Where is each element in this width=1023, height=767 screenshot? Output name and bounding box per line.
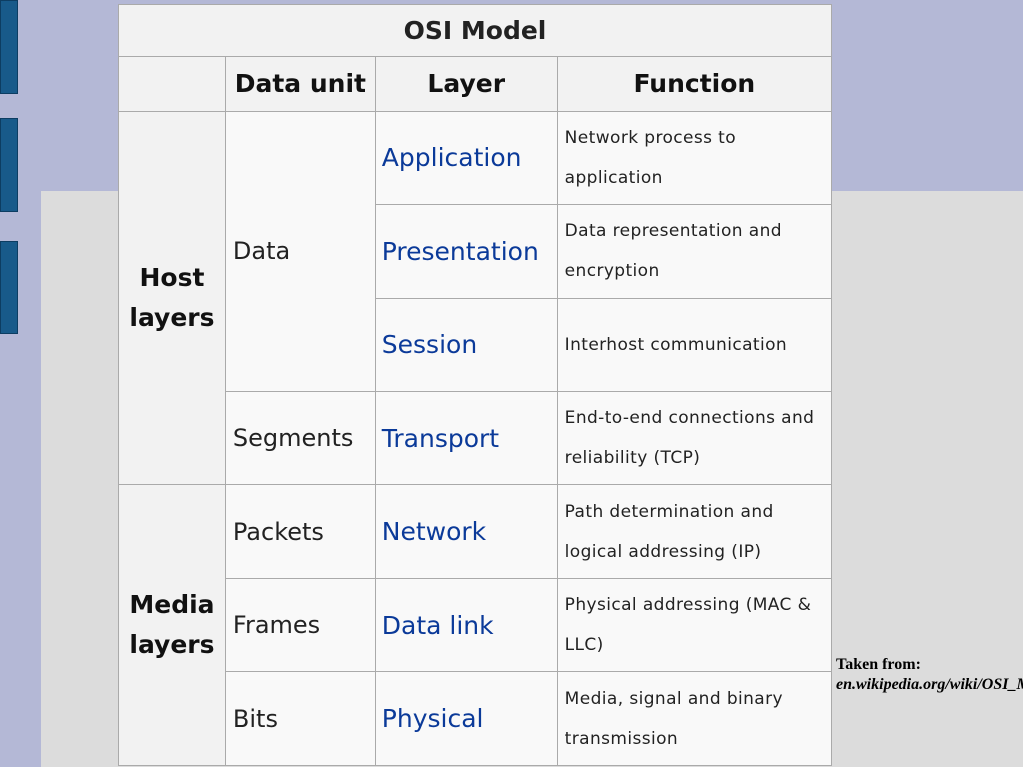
function-cell: Network process to application [556,110,833,206]
layer-link-presentation[interactable]: Presentation [374,204,558,299]
data-unit-cell: Frames [224,577,376,673]
group-label: Host layers [129,263,215,333]
header-layer: Layer [374,56,558,112]
function-cell: Media, signal and binary transmission [556,671,833,766]
layer-link-data-link[interactable]: Data link [374,577,558,673]
credit-source-link[interactable]: en.wikipedia.org/wiki/OSI_Model [836,676,1023,693]
table-row: Host layers Data Application Network pro… [118,110,833,486]
data-unit-cell: Segments [224,390,376,486]
group-host-layers: Host layers [118,110,226,486]
function-cell: Interhost communication [556,297,833,393]
function-cell: Path determination and logical addressin… [556,484,833,579]
bullet-tab-2 [0,118,18,212]
data-unit-cell: Packets [224,484,376,579]
function-cell: Physical addressing (MAC & LLC) [556,577,833,673]
layer-link-application[interactable]: Application [374,110,558,206]
header-group [118,56,226,112]
function-cell: End-to-end connections and reliability (… [556,390,833,486]
source-credit: Taken from: en.wikipedia.org/wiki/OSI_Mo… [836,655,1023,695]
header-data-unit: Data unit [224,56,376,112]
bullet-tab-1 [0,0,18,94]
table-row: Bits Physical Media, signal and binary t… [119,671,833,766]
layer-link-network[interactable]: Network [374,484,558,579]
table-title: OSI Model [118,3,832,58]
osi-model-table: OSI Model Data unit Layer Function Host … [118,3,833,766]
data-unit-cell: Bits [224,671,376,766]
group-label: Media layers [129,590,215,660]
table-row: Media layers Packets Network Path determ… [118,484,833,766]
group-media-layers: Media layers [118,484,226,766]
credit-label: Taken from: [836,656,921,673]
layer-link-transport[interactable]: Transport [374,390,558,486]
table-row: Session Interhost communication [119,297,833,393]
table-row: Segments Transport End-to-end connection… [119,390,833,486]
header-function: Function [556,56,833,112]
data-unit-cell: Data [224,110,376,393]
function-cell: Data representation and encryption [556,204,833,299]
layer-link-session[interactable]: Session [374,297,558,393]
table-row: Frames Data link Physical addressing (MA… [119,577,833,673]
bullet-tab-3 [0,241,18,334]
layer-link-physical[interactable]: Physical [374,671,558,766]
